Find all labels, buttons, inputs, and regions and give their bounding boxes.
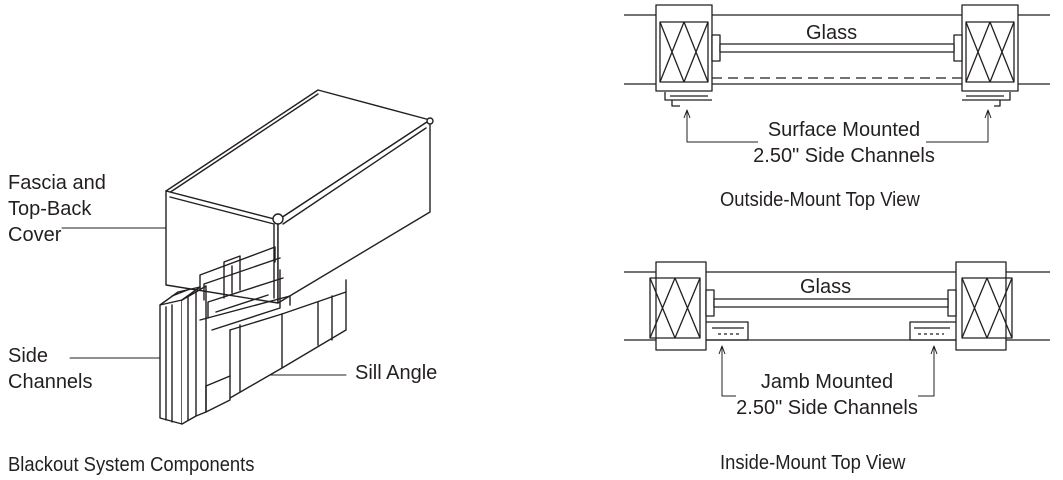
- left-stud: [655, 4, 713, 92]
- fascia-side-face: [277, 119, 431, 304]
- outside-channel-label-line: Surface Mounted: [767, 119, 921, 141]
- outside-mount-caption: Outside-Mount Top View: [720, 189, 920, 211]
- channel-left: [706, 321, 749, 341]
- blackout-caption: Blackout System Components: [8, 454, 255, 476]
- fascia-top-edge: [165, 93, 319, 196]
- inside-channel-label-line: 2.50" Side Channels: [736, 397, 918, 419]
- fascia-label-line: Fascia and: [8, 172, 106, 194]
- side-channels-label-line: Side: [8, 345, 49, 367]
- outside-channel-label: Surface Mounted 2.50" Side Channels: [744, 117, 944, 169]
- sill-angle-label: Sill Angle: [355, 362, 438, 384]
- side-channels-label-line: Channels: [8, 371, 93, 393]
- channel-right: [962, 92, 1011, 101]
- glass-pane: [719, 43, 955, 53]
- side-channels-label: Side Channels: [8, 343, 93, 395]
- outside-channel-label-line: 2.50" Side Channels: [753, 145, 935, 167]
- inside-channel-label: Jamb Mounted 2.50" Side Channels: [727, 369, 927, 421]
- inside-channel-label-line: Jamb Mounted: [760, 371, 894, 393]
- left-stud: [655, 261, 707, 351]
- channel-right: [909, 321, 956, 341]
- fascia-label-line: Top-Back: [8, 198, 92, 220]
- fascia-label-line: Cover: [8, 224, 62, 246]
- inside-glass-label: Glass: [800, 276, 852, 298]
- outside-glass-label: Glass: [806, 22, 858, 44]
- channel-left: [664, 92, 712, 101]
- sill-box: [205, 329, 231, 413]
- inside-mount-caption: Inside-Mount Top View: [720, 452, 906, 474]
- fascia-label: Fascia and Top-Back Cover: [8, 170, 106, 248]
- glass-pane: [713, 298, 949, 308]
